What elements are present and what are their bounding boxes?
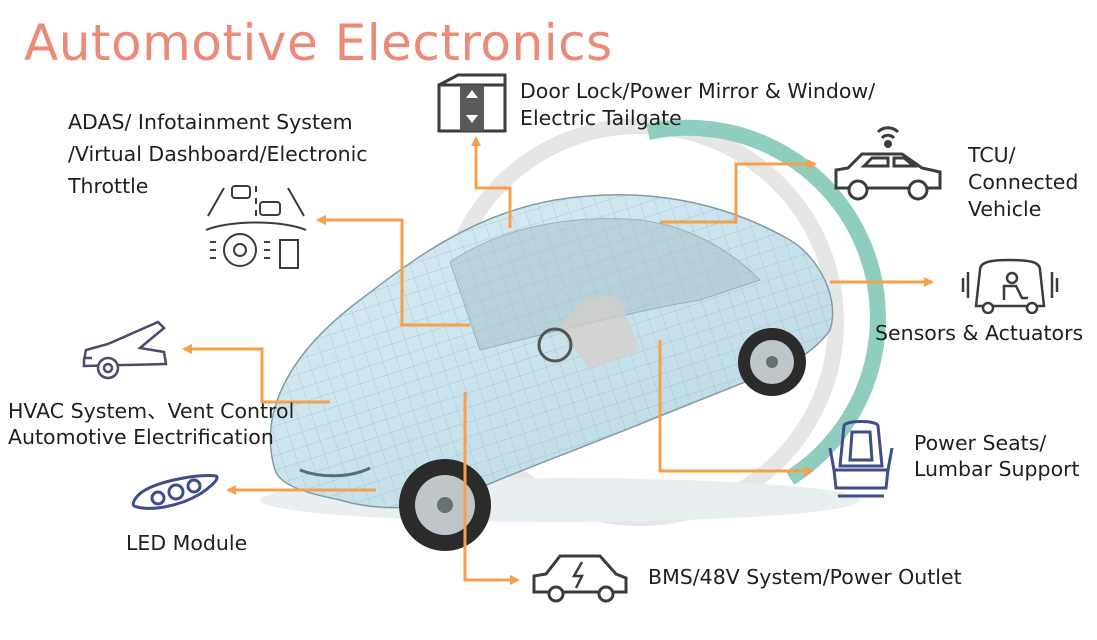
arrow-hvac xyxy=(182,344,330,404)
page-title: Automotive Electronics xyxy=(24,14,613,72)
label-line: BMS/48V System/Power Outlet xyxy=(648,565,962,589)
label-line: /Virtual Dashboard/Electronic xyxy=(68,142,368,166)
label-line: LED Module xyxy=(126,531,248,555)
hvac-car-hood-icon xyxy=(82,320,168,380)
arrow-bms xyxy=(463,392,520,585)
connected-car-icon xyxy=(834,126,942,201)
arrow-door xyxy=(471,136,512,228)
label-line: Automotive Electrification xyxy=(8,425,274,449)
arrow-adas xyxy=(316,215,470,327)
car-wireframe xyxy=(260,193,860,551)
led-headlight-icon xyxy=(131,474,219,510)
label-tcu: TCU/ Connected Vehicle xyxy=(968,142,1078,223)
label-line: Sensors & Actuators xyxy=(875,321,1084,345)
adas-dashboard-icon xyxy=(205,185,307,269)
label-adas: ADAS/ Infotainment System /Virtual Dashb… xyxy=(68,106,368,202)
label-line: Door Lock/Power Mirror & Window/ xyxy=(520,79,876,103)
label-bms: BMS/48V System/Power Outlet xyxy=(648,564,962,591)
arrow-tcu xyxy=(660,159,817,224)
label-line: ADAS/ Infotainment System xyxy=(68,110,353,134)
rear-wheel xyxy=(738,328,806,396)
label-line: Connected xyxy=(968,170,1079,194)
label-line: Lumbar Support xyxy=(914,457,1080,481)
label-line: Power Seats/ xyxy=(914,431,1047,455)
label-door-lock: Door Lock/Power Mirror & Window/ Electri… xyxy=(520,78,875,132)
label-led: LED Module xyxy=(126,530,247,557)
label-sensors: Sensors & Actuators xyxy=(875,320,1083,347)
label-line: TCU/ xyxy=(968,143,1016,167)
label-seats: Power Seats/ Lumbar Support xyxy=(914,430,1080,482)
label-line: Electric Tailgate xyxy=(520,106,682,130)
battery-car-icon xyxy=(532,554,628,603)
arrow-seats xyxy=(658,340,814,476)
label-hvac: HVAC System、Vent Control Automotive Elec… xyxy=(8,398,294,450)
door-lock-icon xyxy=(437,73,507,133)
sensors-seat-icon xyxy=(961,258,1059,314)
label-line: HVAC System、Vent Control xyxy=(8,399,295,423)
label-line: Throttle xyxy=(68,174,149,198)
power-seat-icon xyxy=(828,420,894,498)
front-wheel xyxy=(399,459,491,551)
connector-arrows xyxy=(182,136,934,585)
label-line: Vehicle xyxy=(968,197,1042,221)
